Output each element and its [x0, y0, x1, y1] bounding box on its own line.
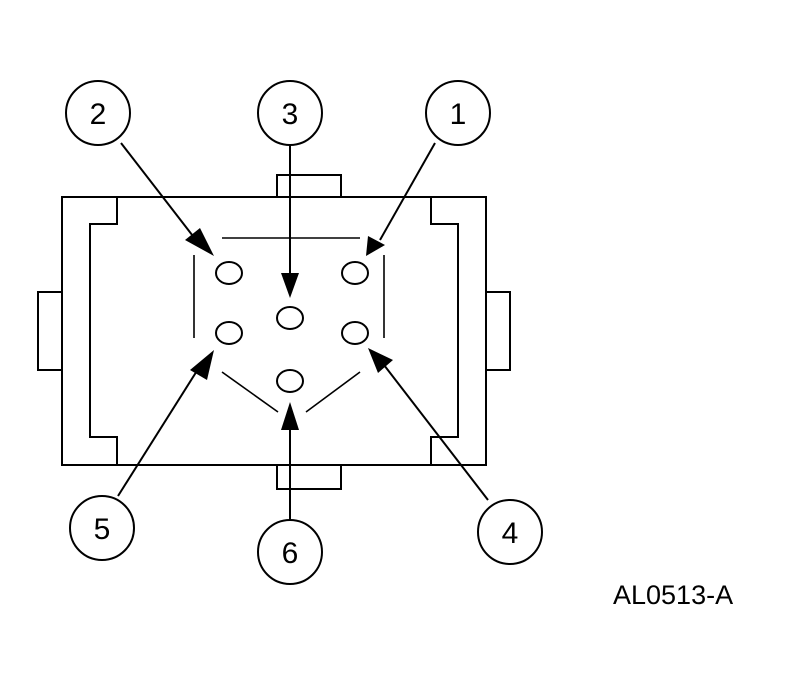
pin-cavities: [215, 261, 369, 393]
callout-6: 6: [257, 519, 323, 585]
connector-housing: [37, 174, 511, 490]
pin-6: [276, 369, 304, 393]
arrowhead-4: [368, 348, 393, 373]
arrowhead-5: [190, 350, 214, 380]
callout-1: 1: [425, 80, 491, 146]
arrowhead-2: [185, 228, 214, 256]
figure-id: AL0513-A: [613, 580, 734, 610]
arrowheads: [185, 228, 393, 430]
callout-5: 5: [69, 495, 135, 561]
callout-label: 3: [282, 98, 299, 131]
callout-2: 2: [65, 80, 131, 146]
callout-4: 4: [477, 499, 543, 565]
leader-lines: [117, 142, 489, 522]
callout-label: 6: [282, 537, 299, 570]
pin-3: [276, 306, 304, 330]
callout-3: 3: [257, 80, 323, 146]
callout-label: 5: [94, 513, 111, 546]
callout-label: 2: [90, 98, 107, 131]
callout-label: 1: [450, 98, 467, 131]
arrowhead-1: [366, 236, 385, 256]
pin-1: [341, 261, 369, 285]
pin-5: [215, 321, 243, 345]
pin-4: [341, 321, 369, 345]
callout-label: 4: [502, 517, 519, 550]
arrowhead-6: [281, 402, 299, 430]
arrowhead-3: [281, 273, 299, 298]
pin-2: [215, 261, 243, 285]
